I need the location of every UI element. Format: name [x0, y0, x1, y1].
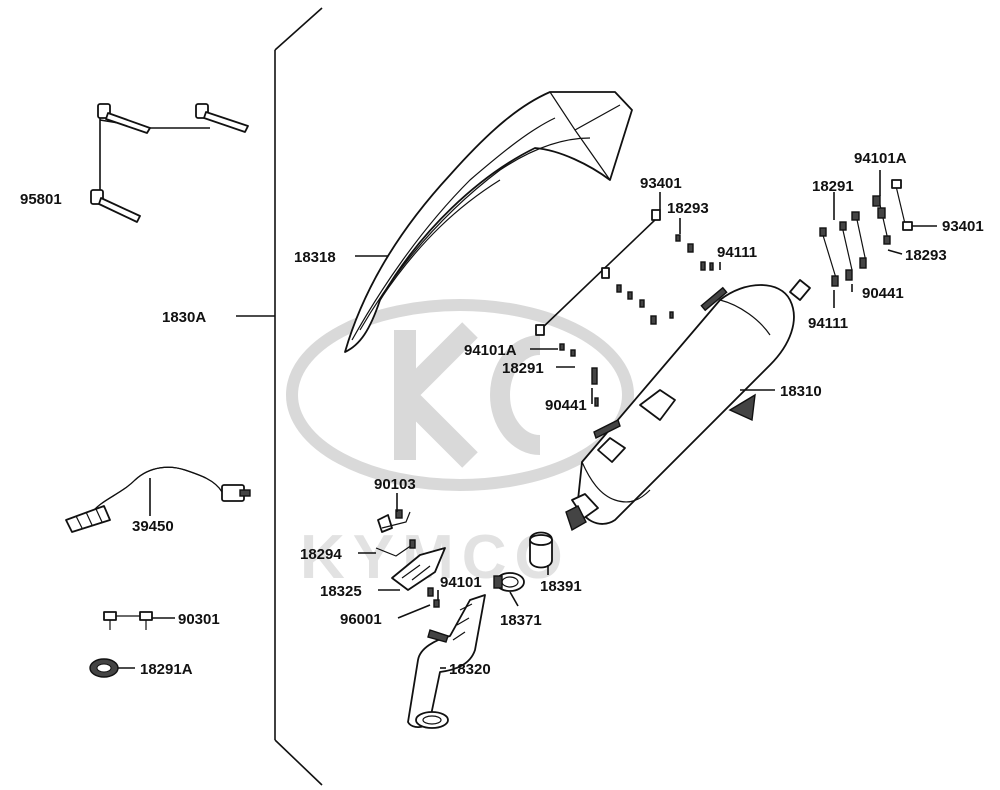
label-18310: 18310	[780, 383, 822, 400]
bolt-95801	[90, 103, 249, 223]
clamp-18371	[493, 572, 525, 592]
exhaust-pipe-18320	[407, 594, 486, 729]
label-90441-right: 90441	[862, 285, 904, 302]
label-18318: 18318	[294, 249, 336, 266]
label-94101A-right: 94101A	[854, 150, 907, 167]
label-18291-right: 18291	[812, 178, 854, 195]
label-93401-right: 93401	[942, 218, 984, 235]
label-18325: 18325	[320, 583, 362, 600]
muffler-18310	[565, 279, 811, 532]
label-90103: 90103	[374, 476, 416, 493]
label-18391: 18391	[540, 578, 582, 595]
watermark-logo: KYMCO	[286, 299, 634, 592]
label-93401-left: 93401	[640, 175, 682, 192]
label-18320: 18320	[449, 661, 491, 678]
fastener-stack-left	[535, 209, 714, 407]
gasket-18391	[529, 531, 553, 569]
label-94111-right: 94111	[808, 315, 848, 332]
label-90301: 90301	[178, 611, 220, 628]
washer-18291A	[89, 658, 119, 678]
label-94101A-left: 94101A	[464, 342, 517, 359]
bolt-90301	[103, 611, 153, 630]
heat-shield-18318	[344, 91, 633, 353]
label-18371: 18371	[500, 612, 542, 629]
assembly-label: 1830A	[162, 309, 206, 326]
label-18291A: 18291A	[140, 661, 193, 678]
label-96001: 96001	[340, 611, 382, 628]
label-94101: 94101	[440, 574, 482, 591]
label-18291-left: 18291	[502, 360, 544, 377]
label-18293-right: 18293	[905, 247, 947, 264]
oxygen-sensor-39450	[65, 466, 251, 533]
bracket-parts	[375, 509, 446, 608]
fastener-stack-right	[819, 179, 913, 287]
label-39450: 39450	[132, 518, 174, 535]
label-94111-left: 94111	[717, 244, 757, 261]
label-95801: 95801	[20, 191, 62, 208]
label-18294: 18294	[300, 546, 342, 563]
label-90441-left: 90441	[545, 397, 587, 414]
label-18293-left: 18293	[667, 200, 709, 217]
assembly-bracket	[236, 7, 323, 786]
